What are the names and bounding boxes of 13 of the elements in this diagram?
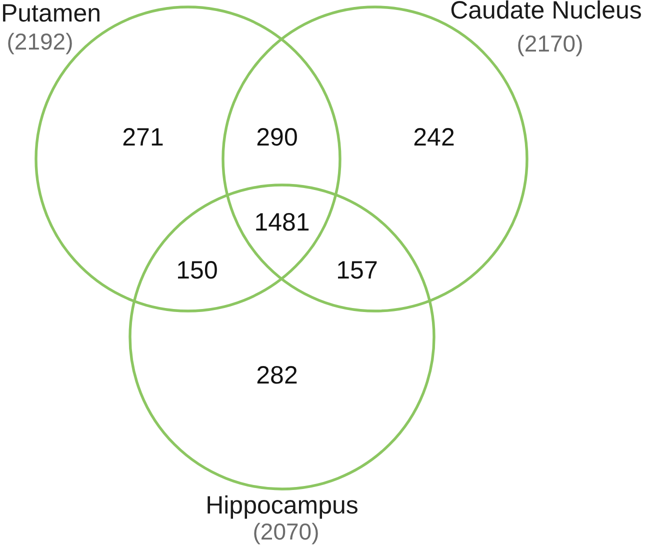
region-count: 242 xyxy=(413,126,455,150)
set-size: (2170) xyxy=(516,32,584,56)
region-count: 150 xyxy=(176,258,218,284)
set-name: Caudate Nucleus xyxy=(450,0,642,24)
region-count: 1481 xyxy=(254,210,310,236)
set-size: (2070) xyxy=(252,520,320,544)
region-count: 157 xyxy=(336,258,378,284)
set-name: Putamen xyxy=(0,2,102,26)
set-size: (2192) xyxy=(6,30,74,54)
region-count: 282 xyxy=(256,364,298,388)
region-count: 271 xyxy=(122,126,164,150)
region-count: 290 xyxy=(256,126,298,150)
set-name: Hippocampus xyxy=(206,494,358,518)
